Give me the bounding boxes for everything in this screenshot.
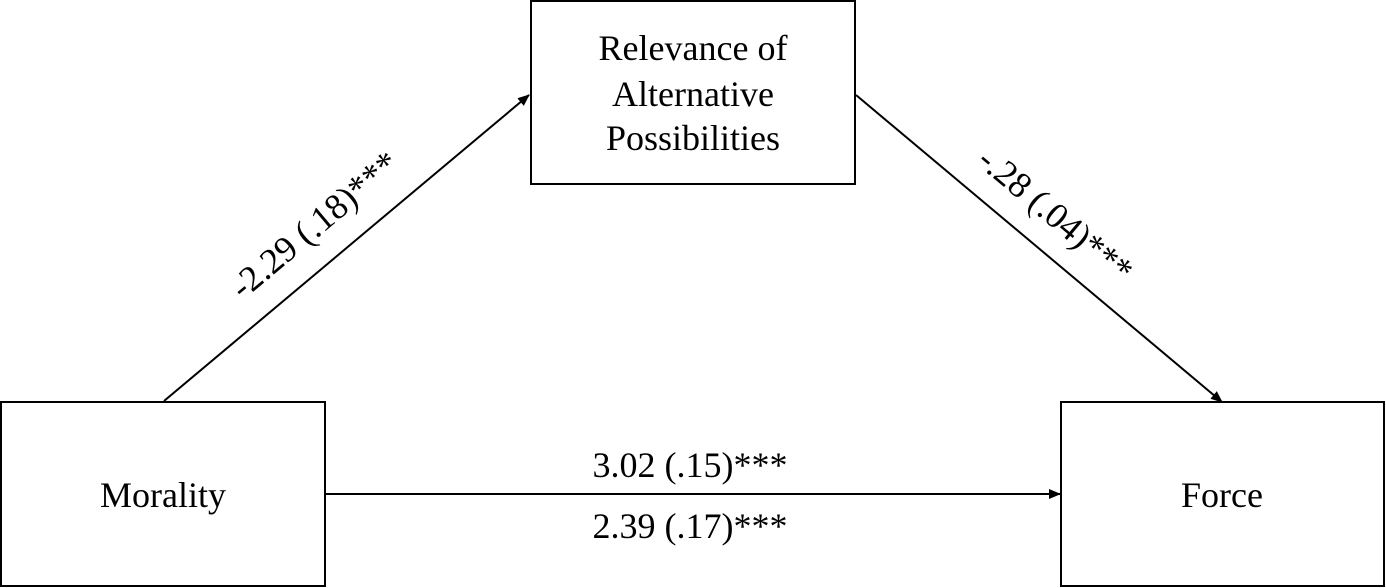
predictor-label: Morality	[100, 475, 226, 515]
mediator-label-line-3: Possibilities	[606, 118, 780, 158]
direct-effect-coefficient: 2.39 (.17)***	[593, 506, 788, 546]
outcome-node: Force	[1060, 401, 1385, 587]
mediator-label-line-2: Alternative	[612, 74, 774, 114]
outcome-label: Force	[1181, 475, 1263, 515]
a-path-coefficient: -2.29 (.18)***	[222, 143, 406, 307]
b-path-coefficient: -.28 (.04)***	[970, 139, 1140, 291]
predictor-node: Morality	[0, 401, 326, 587]
b-path-arrow	[855, 94, 1223, 403]
mediator-label-line-1: Relevance of	[599, 28, 788, 68]
mediator-node: Relevance of Alternative Possibilities	[530, 0, 856, 185]
a-path-arrow	[163, 94, 530, 402]
total-effect-coefficient: 3.02 (.15)***	[593, 445, 788, 485]
